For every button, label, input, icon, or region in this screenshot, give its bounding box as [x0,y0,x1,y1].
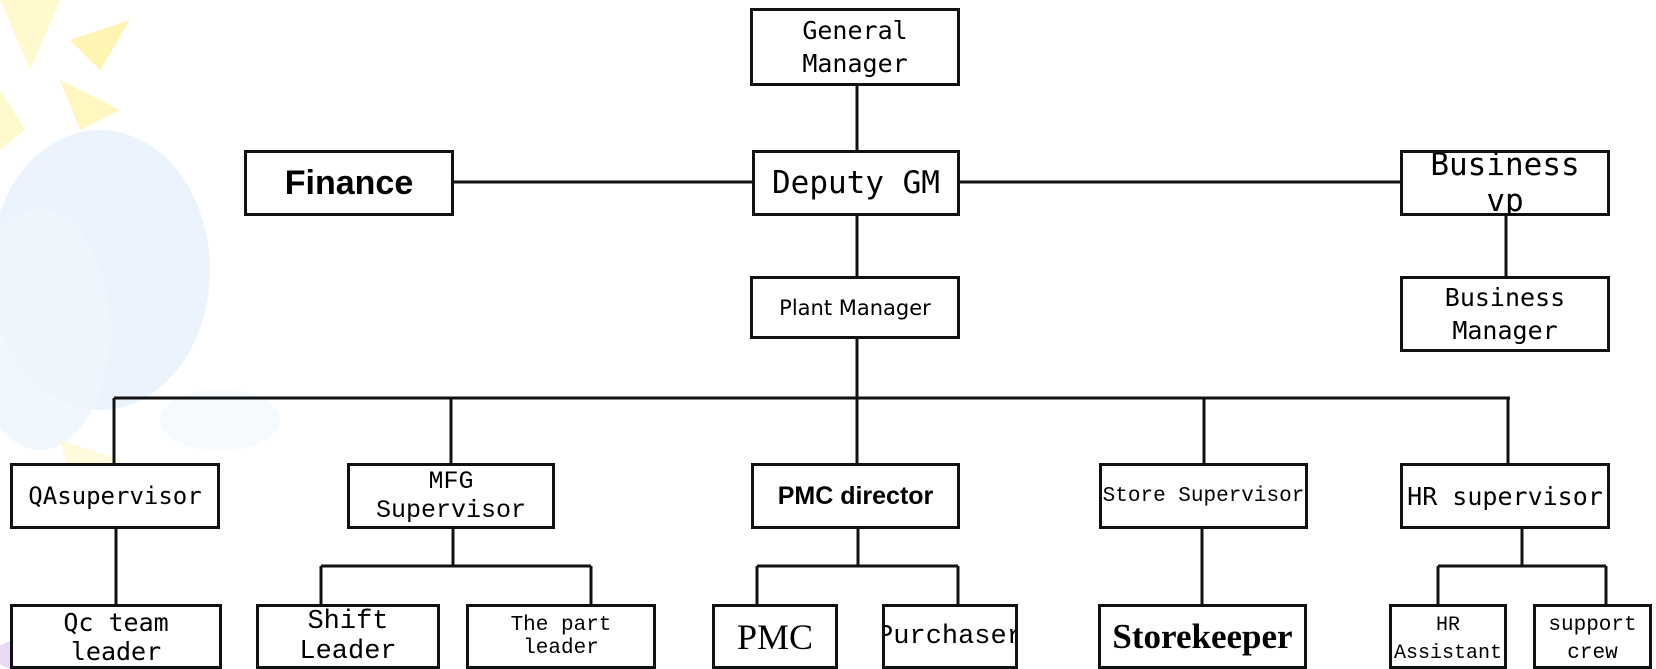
pmc-director-node: PMC director [751,463,960,529]
hr-assistant-node: HR Assistant [1389,604,1507,669]
purchaser-node: Purchaser [882,604,1018,669]
store-supervisor-node: Store Supervisor [1099,463,1308,529]
support-crew-node: support crew [1533,604,1652,669]
deputy-gm-node: Deputy GM [752,150,960,216]
qc-team-leader-node: Qc team leader [10,604,222,669]
plant-manager-node: Plant Manager [750,276,960,339]
qa-supervisor-node: QAsupervisor [10,463,220,529]
hr-supervisor-node: HR supervisor [1400,463,1610,529]
business-manager-node: Business Manager [1400,276,1610,352]
business-vp-node: Business vp [1400,150,1610,216]
pmc-node: PMC [712,604,838,669]
part-leader-node: The part leader [466,604,656,669]
shift-leader-node: Shift Leader [256,604,440,669]
general-manager-node: General Manager [750,8,960,86]
finance-node: Finance [244,150,454,216]
mfg-supervisor-node: MFG Supervisor [347,463,555,529]
storekeeper-node: Storekeeper [1098,604,1307,669]
